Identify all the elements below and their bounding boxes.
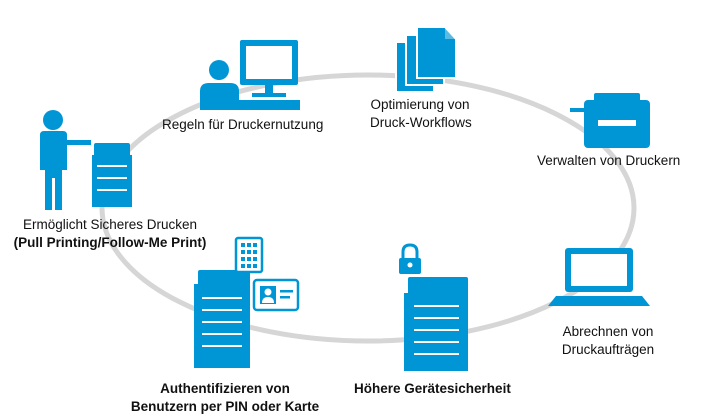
node-label-authentifizieren: Authentifizieren von Benutzern per PIN o…	[100, 380, 350, 416]
label-line: Benutzern per PIN oder Karte	[130, 399, 320, 414]
locked-printer-icon	[399, 243, 468, 371]
node-label-optimierung: Optimierung von Druck-Workflows	[370, 96, 472, 132]
user-at-monitor-icon	[200, 40, 300, 110]
stacked-documents-icon	[395, 26, 457, 93]
label-line: Regeln für Druckernutzung	[162, 117, 324, 132]
node-label-sicherheit: Höhere Gerätesicherheit	[354, 380, 511, 398]
node-label-verwalten: Verwalten von Druckern	[537, 152, 680, 170]
label-line: Verwalten von Druckern	[537, 153, 681, 168]
label-line: Optimierung von	[370, 97, 470, 112]
person-at-printer-icon	[40, 110, 132, 210]
printer-icon	[570, 93, 650, 148]
label-line: Abrechnen von	[562, 324, 654, 339]
node-label-regeln: Regeln für Druckernutzung	[162, 116, 323, 134]
label-line: Ermöglicht Sicheres Drucken	[22, 217, 198, 232]
label-line: (Pull Printing/Follow-Me Print)	[13, 235, 207, 250]
node-label-sicheres-drucken: Ermöglicht Sicheres Drucken (Pull Printi…	[0, 216, 220, 252]
label-line: Authentifizieren von	[160, 381, 290, 396]
label-line: Druckaufträgen	[561, 342, 655, 357]
node-label-abrechnen: Abrechnen von Druckaufträgen	[553, 323, 663, 359]
printer-keypad-idcard-icon	[194, 236, 300, 368]
label-line: Höhere Gerätesicherheit	[354, 381, 511, 396]
label-line: Druck-Workflows	[370, 115, 472, 130]
laptop-icon	[548, 248, 650, 306]
cycle-ring	[99, 72, 637, 344]
